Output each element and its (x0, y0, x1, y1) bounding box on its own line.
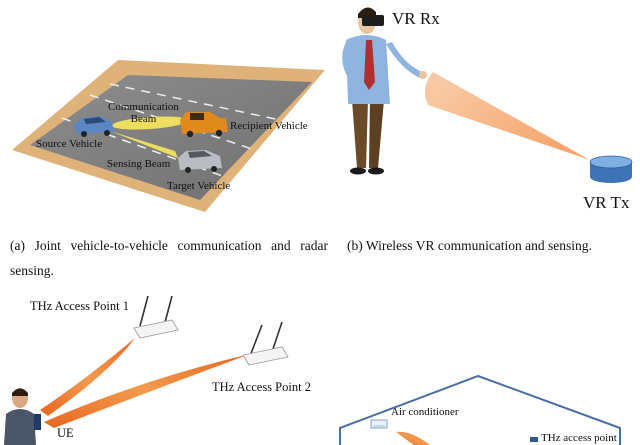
indoor-beam (396, 431, 430, 445)
vr-tx-label: VR Tx (583, 193, 630, 212)
source-vehicle (73, 116, 114, 137)
panel-b-vr (342, 7, 633, 183)
indoor-ap-icon (530, 437, 538, 442)
ue-device (34, 414, 41, 430)
target-vehicle-label: Target Vehicle (167, 180, 231, 192)
panel-a-v2v (12, 60, 325, 212)
vr-user (342, 7, 427, 175)
thz-beam-1 (40, 338, 135, 416)
ue-user (4, 388, 41, 445)
thz-ap-1 (133, 295, 179, 339)
panel-d-indoor (339, 374, 621, 445)
panel-c-thz (4, 295, 289, 445)
thz-beam-2 (44, 354, 250, 428)
thz-ap-2-label: THz Access Point 2 (212, 380, 311, 394)
source-vehicle-label: Source Vehicle (36, 138, 103, 150)
thz-access-point-label: THz access point (541, 432, 617, 444)
communication-beam (112, 116, 188, 130)
air-conditioner-unit (370, 419, 388, 429)
vr-rx-label: VR Rx (392, 9, 440, 28)
communication-beam-label: Communication Beam (108, 101, 179, 125)
thz-ap-2 (242, 321, 289, 366)
caption-a: (a) Joint vehicle-to-vehicle communicati… (10, 238, 328, 278)
target-vehicle (178, 150, 222, 173)
sensing-beam-label: Sensing Beam (107, 158, 171, 170)
vr-headset (362, 15, 384, 26)
recipient-vehicle-label: Recipient Vehicle (230, 120, 308, 132)
road (30, 75, 312, 200)
house-outline (339, 374, 621, 445)
lane-marking (109, 83, 281, 121)
sensing-beam (110, 131, 178, 158)
caption-b: (b) Wireless VR communication and sensin… (347, 238, 592, 253)
ue-label: UE (57, 426, 74, 440)
recipient-vehicle (180, 112, 228, 138)
vr-tx-device (589, 155, 633, 183)
air-conditioner-label: Air conditioner (391, 406, 459, 418)
thz-ap-1-label: THz Access Point 1 (30, 299, 129, 313)
vr-beam (424, 72, 590, 160)
